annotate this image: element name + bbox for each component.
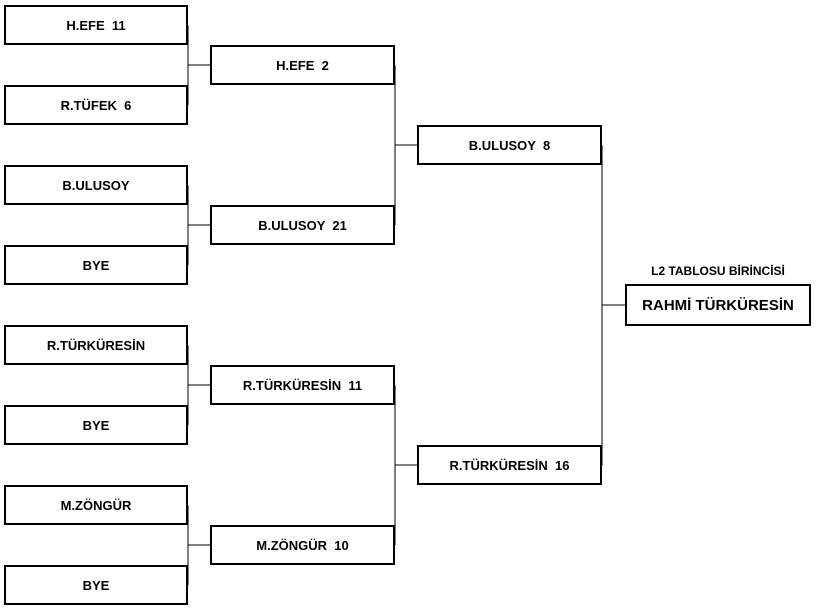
bracket-slot-r3-2: R.TÜRKÜRESİN 16 [417,445,602,485]
bracket-slot-r1-6: BYE [4,405,188,445]
bracket-slot-r2-1: H.EFE 2 [210,45,395,85]
bracket-slot-r2-3: R.TÜRKÜRESİN 11 [210,365,395,405]
connector-r1-match4 [187,505,210,585]
bracket-slot-r1-4: BYE [4,245,188,285]
bracket-slot-r1-8: BYE [4,565,188,605]
bracket-slot-r1-5: R.TÜRKÜRESİN [4,325,188,365]
winner-title: L2 TABLOSU BİRİNCİSİ [651,264,785,278]
winner-box: RAHMİ TÜRKÜRESİN [625,284,811,326]
bracket-slot-r2-2: B.ULUSOY 21 [210,205,395,245]
bracket-slot-r3-1: B.ULUSOY 8 [417,125,602,165]
connector-r1-match1 [187,25,210,105]
bracket-slot-r1-7: M.ZÖNGÜR [4,485,188,525]
bracket-slot-r2-4: M.ZÖNGÜR 10 [210,525,395,565]
connector-final [601,145,625,465]
connector-r1-match2 [187,185,210,265]
connector-r1-match3 [187,345,210,425]
bracket-slot-r1-1: H.EFE 11 [4,5,188,45]
connector-r2-match2 [394,385,417,545]
bracket-slot-r1-2: R.TÜFEK 6 [4,85,188,125]
bracket-slot-r1-3: B.ULUSOY [4,165,188,205]
connector-r2-match1 [394,65,417,225]
